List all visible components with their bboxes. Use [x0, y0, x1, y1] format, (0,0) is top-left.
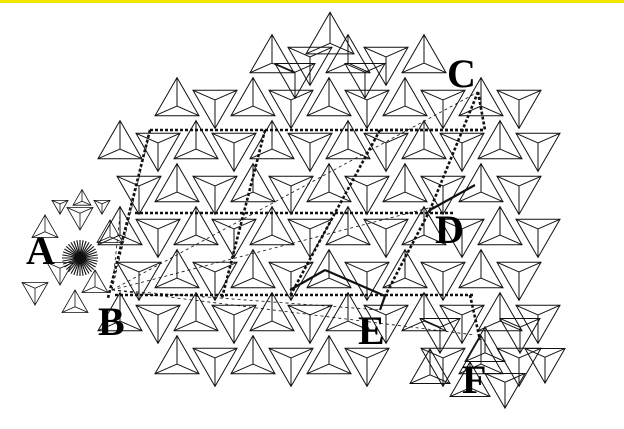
tetrahedron	[52, 200, 68, 214]
tetrahedron	[117, 262, 161, 300]
tetrahedron	[402, 121, 446, 159]
unit-cell-edge	[470, 295, 480, 340]
tetrahedron	[288, 133, 332, 171]
tetrahedron	[440, 133, 484, 171]
tetrahedron	[383, 78, 427, 116]
tetrahedron	[478, 121, 522, 159]
label-c: C	[447, 51, 476, 96]
tetrahedron	[231, 336, 275, 374]
label-b: B	[98, 299, 125, 344]
tetrahedron	[275, 63, 315, 98]
tetrahedron	[497, 348, 541, 386]
tetrahedron	[136, 133, 180, 171]
tetrahedron	[155, 164, 199, 202]
starburst-core	[75, 253, 85, 263]
tetrahedron	[231, 250, 275, 288]
tetrahedron	[307, 336, 351, 374]
tetrahedron	[516, 219, 560, 257]
tetrahedron	[193, 348, 237, 386]
tetrahedron	[136, 219, 180, 257]
tetrahedron	[155, 250, 199, 288]
tetrahedron	[288, 305, 332, 343]
tetrahedron	[94, 200, 110, 214]
tetrahedron	[345, 176, 389, 214]
tetrahedra-layer	[22, 12, 565, 408]
tetrahedron	[174, 121, 218, 159]
tetrahedron	[402, 35, 446, 73]
tetrahedron	[155, 78, 199, 116]
tetrahedron	[212, 133, 256, 171]
projection-line	[112, 290, 380, 310]
point-labels: A B C D E F	[26, 51, 486, 402]
tetrahedron	[326, 121, 370, 159]
tetrahedron	[497, 176, 541, 214]
tetrahedron	[67, 208, 93, 231]
label-f: F	[462, 357, 486, 402]
bond-e	[325, 270, 385, 296]
tetrahedron	[250, 35, 294, 73]
label-a: A	[26, 228, 55, 273]
tetrahedron	[364, 133, 408, 171]
tetrahedron	[98, 121, 142, 159]
tetrahedron	[136, 305, 180, 343]
tetrahedron	[516, 133, 560, 171]
tetrahedron	[364, 47, 408, 85]
tetrahedron	[497, 262, 541, 300]
tetrahedron	[459, 250, 503, 288]
tetrahedron	[73, 190, 91, 206]
tetrahedron	[459, 164, 503, 202]
projection-line	[112, 205, 440, 290]
tetrahedron	[345, 90, 389, 128]
tetrahedron	[250, 121, 294, 159]
tetrahedron	[307, 78, 351, 116]
tetrahedron	[307, 164, 351, 202]
tetrahedron	[193, 176, 237, 214]
tetrahedron	[212, 305, 256, 343]
tetrahedron	[231, 164, 275, 202]
tetrahedron	[364, 219, 408, 257]
tetrahedron	[117, 176, 161, 214]
tetrahedron	[269, 90, 313, 128]
tetrahedron	[269, 348, 313, 386]
label-e: E	[358, 308, 385, 353]
tetrahedron	[383, 164, 427, 202]
tetrahedron	[478, 207, 522, 245]
label-d: D	[435, 207, 464, 252]
tetrahedron	[269, 176, 313, 214]
tetrahedron	[62, 290, 88, 313]
tetrahedron	[22, 283, 48, 306]
tetrahedron	[174, 293, 218, 331]
tetrahedron	[231, 78, 275, 116]
tetrahedron	[345, 348, 389, 386]
tetrahedron	[410, 349, 450, 384]
tetrahedron	[421, 90, 465, 128]
tetrahedron	[155, 336, 199, 374]
tetrahedron	[497, 90, 541, 128]
tetrahedron	[193, 90, 237, 128]
atom-a-starburst	[62, 240, 98, 276]
tetrahedron	[307, 250, 351, 288]
tetrahedron	[516, 305, 560, 343]
